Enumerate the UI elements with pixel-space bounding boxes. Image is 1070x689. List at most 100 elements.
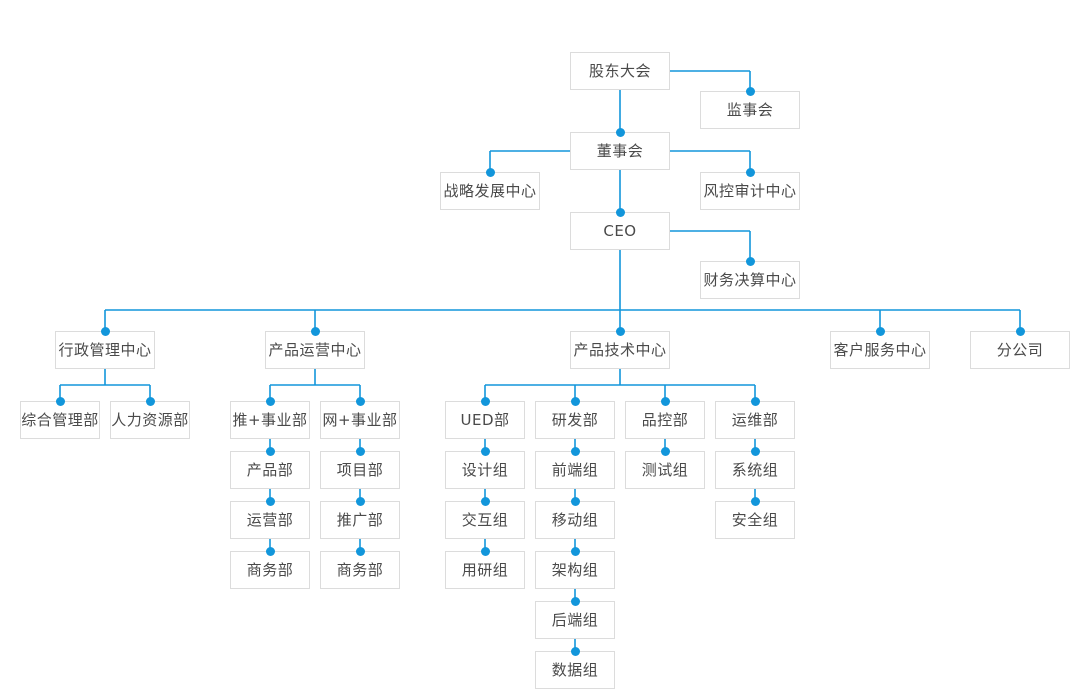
org-node-tuibu[interactable]: 推+事业部 [230,401,310,439]
connector-dot-supervisory [745,86,755,96]
connector-dot-product-dept [265,446,275,456]
org-node-data[interactable]: 数据组 [535,651,615,689]
org-node-qa[interactable]: 品控部 [625,401,705,439]
connector-dot-userresearch [480,546,490,556]
org-node-promo-dept[interactable]: 推广部 [320,501,400,539]
org-node-label: 推+事业部 [232,410,308,429]
org-node-label: 股东大会 [588,61,651,80]
org-node-ceo[interactable]: CEO [570,212,670,250]
connector-dot-systems [750,446,760,456]
connector-dot-testing [660,446,670,456]
org-node-label: 运营部 [246,510,294,529]
connector-dot-project-dept [355,446,365,456]
org-node-project-dept[interactable]: 项目部 [320,451,400,489]
connector-dot-prodtech [615,326,625,336]
connector-dot-architecture [570,546,580,556]
org-node-label: 财务决算中心 [703,270,797,289]
org-node-label: 设计组 [461,460,509,479]
org-node-label: 数据组 [551,660,599,679]
org-node-branch[interactable]: 分公司 [970,331,1070,369]
org-node-label: 综合管理部 [21,410,99,429]
org-node-label: 商务部 [336,560,384,579]
connector-dot-board [615,127,625,137]
org-node-interaction[interactable]: 交互组 [445,501,525,539]
org-node-label: 架构组 [551,560,599,579]
org-node-label: 网+事业部 [322,410,398,429]
connector-dot-backend [570,596,580,606]
org-node-shareholders[interactable]: 股东大会 [570,52,670,90]
org-node-label: 用研组 [461,560,509,579]
org-node-mobile[interactable]: 移动组 [535,501,615,539]
org-node-label: 客户服务中心 [833,340,927,359]
connector-dot-riskaudit [745,167,755,177]
org-node-product-dept[interactable]: 产品部 [230,451,310,489]
org-node-board[interactable]: 董事会 [570,132,670,170]
org-node-testing[interactable]: 测试组 [625,451,705,489]
org-node-label: 产品运营中心 [268,340,362,359]
connector-dot-prodops [310,326,320,336]
org-node-label: 董事会 [596,141,644,160]
connector-dot-tuibu [265,396,275,406]
org-node-label: 产品技术中心 [573,340,667,359]
connector-dot-biz-dept-2 [355,546,365,556]
connector-dot-mobile [570,496,580,506]
org-node-prodtech[interactable]: 产品技术中心 [570,331,670,369]
org-node-label: CEO [603,221,637,240]
org-node-finance[interactable]: 财务决算中心 [700,261,800,299]
connector-dot-security [750,496,760,506]
org-node-label: 安全组 [731,510,779,529]
org-node-label: 品控部 [641,410,689,429]
connector-dot-general [55,396,65,406]
connector-dot-biz-dept-1 [265,546,275,556]
connector-dot-hr [145,396,155,406]
connector-dot-promo-dept [355,496,365,506]
org-node-ued[interactable]: UED部 [445,401,525,439]
org-node-backend[interactable]: 后端组 [535,601,615,639]
connector-dot-qa [660,396,670,406]
org-node-label: 项目部 [336,460,384,479]
org-node-ops-dept[interactable]: 运营部 [230,501,310,539]
org-node-label: 研发部 [551,410,599,429]
org-node-label: 运维部 [731,410,779,429]
org-node-label: 人力资源部 [111,410,189,429]
connector-dot-devops [750,396,760,406]
org-node-label: 前端组 [551,460,599,479]
connector-dot-finance [745,256,755,266]
org-node-label: 监事会 [726,100,774,119]
org-node-biz-dept-1[interactable]: 商务部 [230,551,310,589]
org-node-general[interactable]: 综合管理部 [20,401,100,439]
org-node-label: UED部 [460,410,510,429]
org-node-biz-dept-2[interactable]: 商务部 [320,551,400,589]
org-node-admin[interactable]: 行政管理中心 [55,331,155,369]
org-node-label: 系统组 [731,460,779,479]
org-node-wangbu[interactable]: 网+事业部 [320,401,400,439]
org-node-design[interactable]: 设计组 [445,451,525,489]
org-node-label: 产品部 [246,460,294,479]
connector-dot-frontend [570,446,580,456]
org-node-systems[interactable]: 系统组 [715,451,795,489]
connector-dot-branch [1015,326,1025,336]
org-node-supervisory[interactable]: 监事会 [700,91,800,129]
org-node-devops[interactable]: 运维部 [715,401,795,439]
org-node-label: 商务部 [246,560,294,579]
org-node-frontend[interactable]: 前端组 [535,451,615,489]
connector-dot-strategy [485,167,495,177]
org-node-userresearch[interactable]: 用研组 [445,551,525,589]
org-node-security[interactable]: 安全组 [715,501,795,539]
org-node-architecture[interactable]: 架构组 [535,551,615,589]
connector-dot-admin [100,326,110,336]
connector-dot-ued [480,396,490,406]
org-node-label: 移动组 [551,510,599,529]
org-node-label: 行政管理中心 [58,340,152,359]
connector-dot-interaction [480,496,490,506]
org-node-label: 风控审计中心 [703,181,797,200]
org-node-hr[interactable]: 人力资源部 [110,401,190,439]
org-node-riskaudit[interactable]: 风控审计中心 [700,172,800,210]
org-node-rnd[interactable]: 研发部 [535,401,615,439]
connector-dot-ceo [615,207,625,217]
org-node-prodops[interactable]: 产品运营中心 [265,331,365,369]
org-node-customer[interactable]: 客户服务中心 [830,331,930,369]
org-node-strategy[interactable]: 战略发展中心 [440,172,540,210]
connector-dot-rnd [570,396,580,406]
org-node-label: 交互组 [461,510,509,529]
